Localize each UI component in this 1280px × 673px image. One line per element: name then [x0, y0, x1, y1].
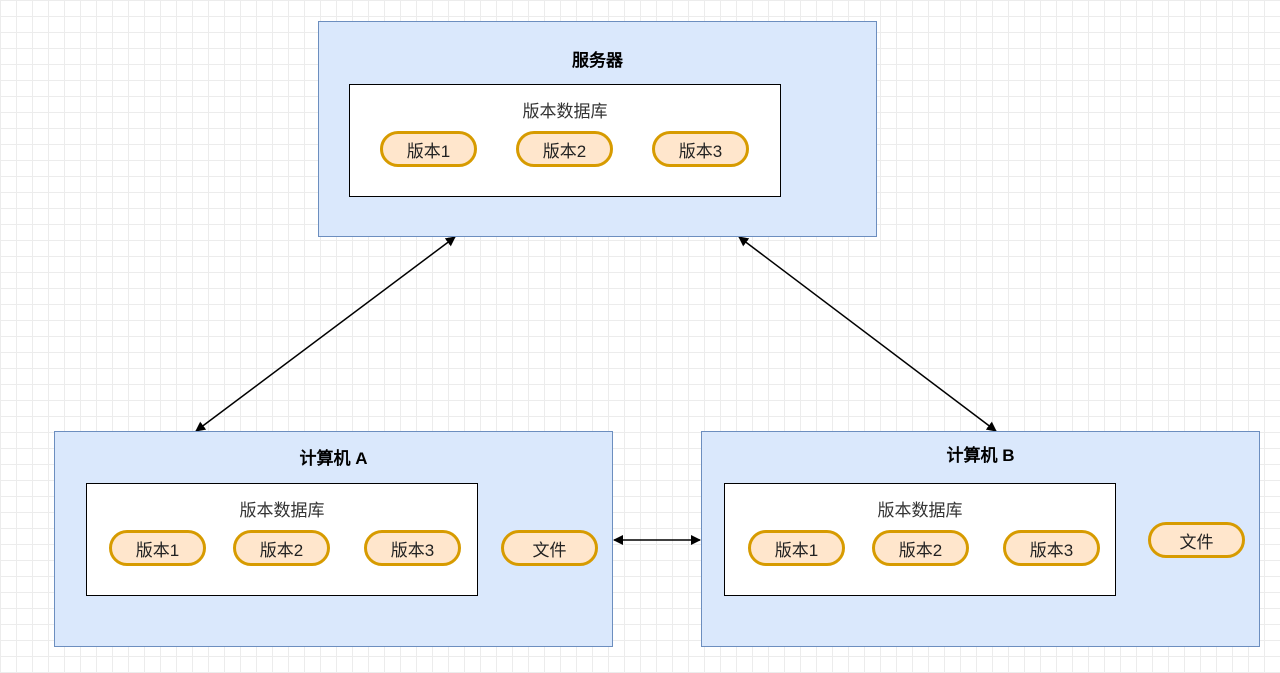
computer-b-database-title: 版本数据库 — [877, 501, 963, 520]
computer-b-file[interactable]: 文件 — [1148, 522, 1245, 558]
sync-arrow-server-a — [195, 236, 456, 432]
computer-a-file[interactable]: 文件 — [501, 530, 598, 566]
computer-a-title: 计算机 A — [299, 449, 368, 468]
sync-arrow-server-b — [738, 236, 997, 432]
computer-a-version-3[interactable]: 版本3 — [364, 530, 461, 566]
computer-b-version-1[interactable]: 版本1 — [748, 530, 845, 566]
server-version-2[interactable]: 版本2 — [516, 131, 613, 167]
computer-a-version-1[interactable]: 版本1 — [109, 530, 206, 566]
computer-b-title: 计算机 B — [946, 446, 1015, 465]
server-version-3[interactable]: 版本3 — [652, 131, 749, 167]
server-version-1[interactable]: 版本1 — [380, 131, 477, 167]
server-database-title: 版本数据库 — [522, 102, 608, 121]
server-title: 服务器 — [572, 51, 623, 70]
computer-a-version-2[interactable]: 版本2 — [233, 530, 330, 566]
computer-b-version-3[interactable]: 版本3 — [1003, 530, 1100, 566]
computer-a-database-title: 版本数据库 — [239, 501, 325, 520]
computer-b-version-2[interactable]: 版本2 — [872, 530, 969, 566]
